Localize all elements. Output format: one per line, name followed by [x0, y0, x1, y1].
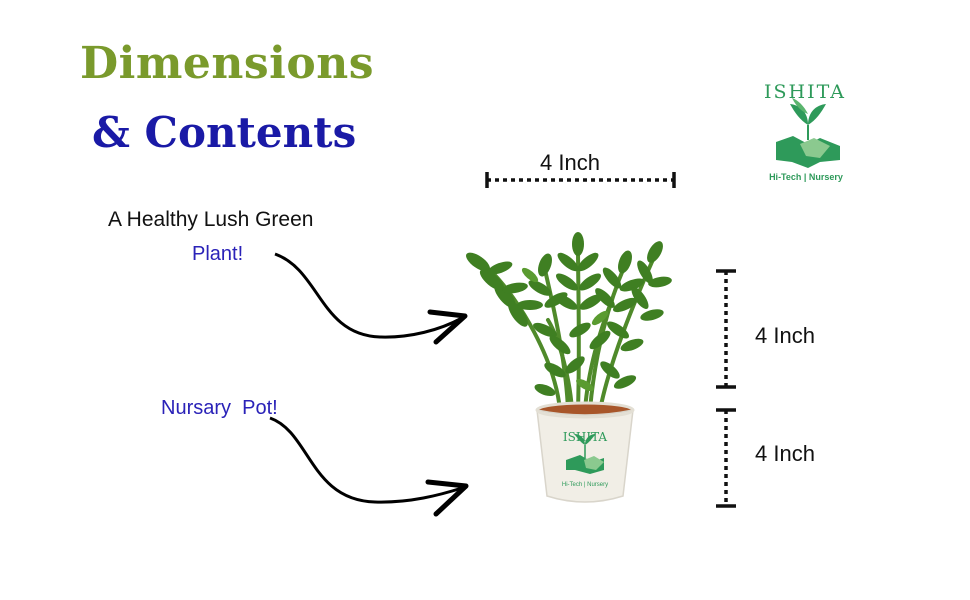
pot-logo-brand: ISHITA: [563, 430, 608, 444]
pot-height-dimension-label: 4 Inch: [755, 441, 815, 466]
plant-height-dimension-label: 4 Inch: [755, 323, 815, 348]
brand-logo: [776, 98, 840, 168]
plant-arrow: [274, 252, 468, 345]
pot-label: Nursary Pot!: [161, 397, 278, 419]
pot-logo-tagline: Hi-Tech | Nursery: [562, 482, 608, 488]
brand-logo-text: ISHITA: [764, 81, 846, 103]
brand-logo-tagline: Hi-Tech | Nursery: [769, 172, 843, 182]
plant-height-dimension-line: [716, 269, 736, 389]
pot-illustration: [535, 401, 635, 503]
width-dimension-line: [485, 172, 676, 188]
heading-dimensions: Dimensions: [80, 38, 375, 89]
pot-height-dimension-line: [716, 408, 736, 508]
description-text: A Healthy Lush Green: [108, 208, 314, 231]
width-dimension-label: 4 Inch: [540, 150, 600, 175]
plant-illustration: [466, 232, 672, 412]
heading-contents: & Contents: [92, 108, 357, 157]
plant-label: Plant!: [192, 243, 244, 265]
pot-arrow: [269, 416, 469, 517]
